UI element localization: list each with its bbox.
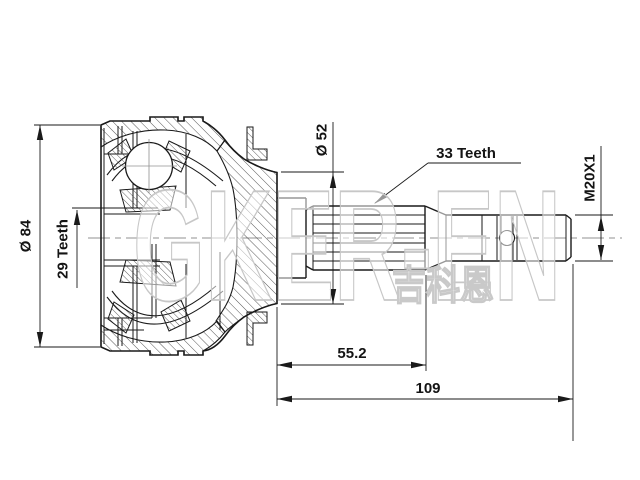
overall-length-label: 109	[415, 380, 440, 397]
bearing-assembly	[72, 138, 224, 334]
splined-shaft	[312, 205, 447, 271]
boot-seat-diameter-label: Ø 52	[314, 124, 331, 157]
dim-shaft-spline-teeth: 33 Teeth	[374, 145, 521, 204]
boot-clamp-tabs	[246, 126, 268, 346]
boot-clamp-upper	[246, 126, 268, 161]
stem	[277, 197, 314, 279]
spline-section-length-label: 55.2	[337, 345, 366, 362]
dim-boot-seat-diameter: Ø 52	[281, 122, 344, 305]
watermark-brand-text: GKER-EN	[133, 158, 561, 334]
dim-spline-section-length: 55.2	[276, 275, 427, 406]
race-arc-lower-inner	[111, 285, 217, 317]
inner-spline-teeth-label: 29 Teeth	[55, 219, 72, 279]
pin-hole	[498, 229, 516, 247]
inner-race-section	[119, 259, 177, 287]
housing-outline	[100, 116, 278, 356]
dim-thread-spec: M20X1	[575, 146, 613, 262]
dim-overall-length: 109	[277, 264, 574, 441]
cage-wedge	[107, 301, 135, 334]
cage-wedge	[160, 299, 191, 332]
dimensions: Ø 84 29 Teeth Ø 52 33 Teeth	[18, 122, 613, 441]
watermark: GKER-EN 吉科恩	[132, 157, 562, 335]
shaft	[277, 197, 572, 279]
dim-inner-spline-teeth: 29 Teeth	[55, 210, 81, 288]
shaft-spline-teeth-label: 33 Teeth	[436, 145, 496, 162]
ball-center-marks	[122, 139, 177, 193]
dim-outer-diameter: Ø 84	[18, 124, 100, 348]
thread-spec-label: M20X1	[582, 154, 599, 202]
outer-diameter-label: Ø 84	[18, 219, 35, 252]
boot-clamp-lower	[246, 311, 268, 346]
watermark-cjk-text: 吉科恩	[392, 264, 494, 308]
threaded-end	[445, 214, 572, 262]
